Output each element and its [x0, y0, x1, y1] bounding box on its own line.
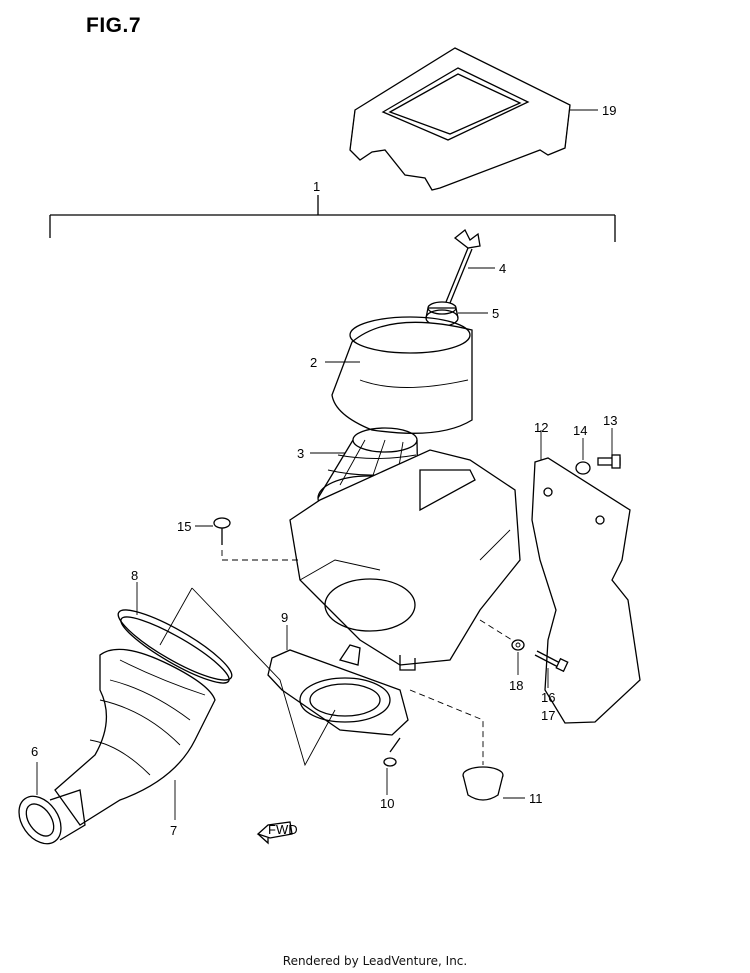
- assembly-line-clamp: [159, 587, 193, 646]
- callout-5: 5: [492, 306, 499, 321]
- part-16-bolt[interactable]: [534, 650, 569, 673]
- grommet-11-path: [409, 689, 484, 765]
- callout-12: 12: [534, 420, 548, 435]
- air-box-body[interactable]: [289, 449, 521, 671]
- figure-title: FIG.7: [86, 14, 142, 37]
- callout-2: 2: [310, 355, 317, 370]
- callout-18: 18: [509, 678, 523, 693]
- callout-7: 7: [170, 823, 177, 838]
- part-7-intake-duct[interactable]: [54, 648, 216, 826]
- part-12-deflector[interactable]: [531, 457, 641, 724]
- footer-credit: Rendered by LeadVenture, Inc.: [282, 954, 468, 968]
- part-11-grommet[interactable]: [462, 766, 504, 801]
- callout-17: 17: [541, 708, 555, 723]
- part-14-nut[interactable]: [575, 461, 591, 475]
- callout-11: 11: [529, 791, 543, 806]
- callout-4: 4: [499, 261, 506, 276]
- part-9-flange[interactable]: [267, 644, 409, 736]
- callout-15: 15: [177, 519, 191, 534]
- assembly-lines: [191, 587, 336, 767]
- part-4-wing-bolt[interactable]: [445, 228, 481, 304]
- callout-8: 8: [131, 568, 138, 583]
- callout-19: 19: [602, 103, 616, 118]
- part-10-screw[interactable]: [383, 737, 401, 767]
- callout-14: 14: [573, 423, 587, 438]
- part-13-bolt[interactable]: [597, 454, 621, 469]
- part-8-clamp[interactable]: [111, 600, 239, 693]
- washer-18-path: [479, 619, 513, 641]
- callout-9: 9: [281, 610, 288, 625]
- part-19-cover[interactable]: [349, 47, 571, 191]
- fwd-label: FWD: [268, 822, 298, 837]
- callout-6: 6: [31, 744, 38, 759]
- part-6-clamp[interactable]: [10, 788, 86, 851]
- callout-3: 3: [297, 446, 304, 461]
- callout-13: 13: [603, 413, 617, 428]
- assembly-1-bracket: [49, 195, 616, 242]
- callout-16: 16: [541, 690, 555, 705]
- part-15-screw[interactable]: [213, 517, 231, 545]
- part-18-washer[interactable]: [511, 639, 525, 651]
- fwd-arrow-icon: FWD: [256, 821, 298, 845]
- callout-1: 1: [313, 179, 320, 194]
- callout-10: 10: [380, 796, 394, 811]
- part-2-filter[interactable]: [331, 316, 473, 434]
- screw-15-path: [221, 550, 300, 561]
